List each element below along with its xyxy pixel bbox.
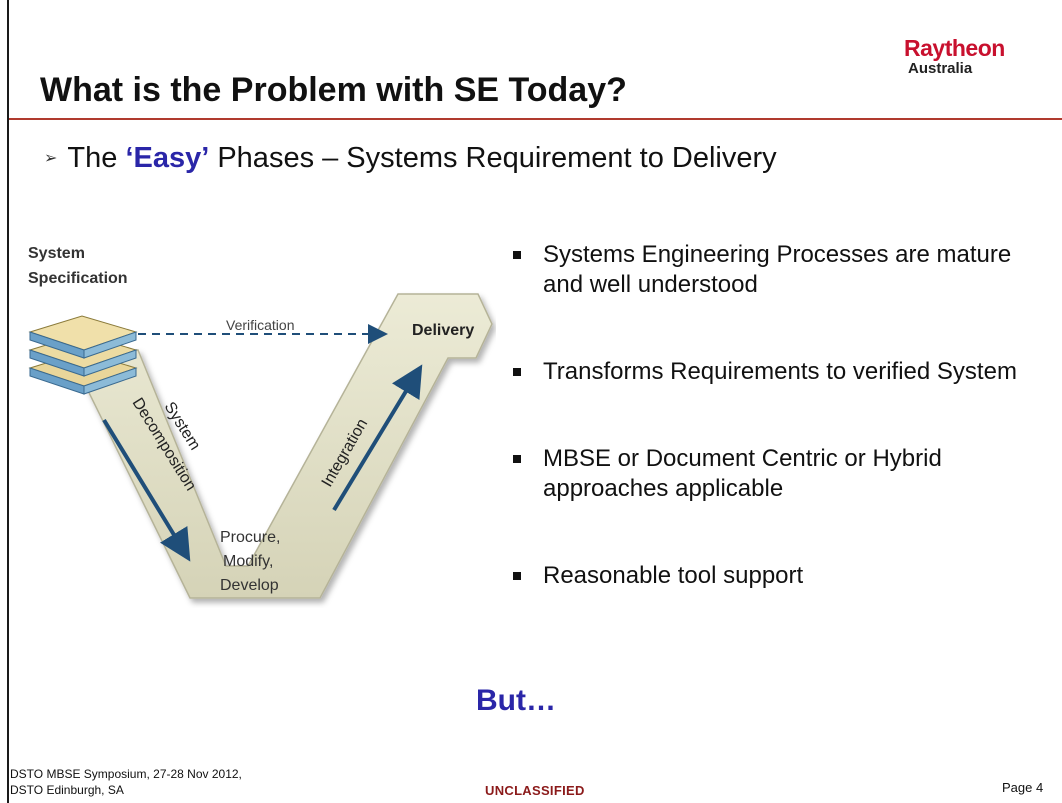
slide-title: What is the Problem with SE Today? (40, 71, 627, 109)
logo-brand: Raytheon (904, 35, 1005, 61)
subtitle-prefix: The (67, 142, 126, 174)
footer-event: DSTO MBSE Symposium, 27-28 Nov 2012, DST… (10, 766, 242, 798)
raytheon-logo: Raytheon Australia (904, 36, 1005, 78)
square-bullet-icon (513, 251, 521, 259)
v-model-diagram: System Specification Verification Delive… (28, 245, 493, 599)
classification-label: UNCLASSIFIED (485, 783, 585, 798)
bottom-label-3: Develop (220, 577, 279, 594)
verification-label: Verification (226, 317, 294, 333)
integration-arrow (332, 364, 423, 512)
bottom-label-2: Modify, (223, 553, 273, 570)
subtitle-emphasis: ‘Easy’ (125, 142, 210, 174)
footer-line-2: DSTO Edinburgh, SA (10, 783, 124, 797)
v-shape (66, 293, 493, 599)
bullet-item: MBSE or Document Centric or Hybrid appro… (510, 444, 1050, 504)
square-bullet-icon (513, 455, 521, 463)
bullet-text: Systems Engineering Processes are mature… (543, 241, 1012, 298)
subtitle-suffix: Phases – Systems Requirement to Delivery (209, 142, 777, 174)
logo-region: Australia (908, 60, 973, 77)
subtitle: ➢ The ‘Easy’ Phases – Systems Requirement… (44, 140, 777, 177)
bottom-label-1: Procure, (220, 529, 280, 546)
bullet-item: Transforms Requirements to verified Syst… (510, 357, 1050, 387)
square-bullet-icon (513, 572, 521, 580)
bullet-text: Reasonable tool support (543, 562, 804, 589)
page-number: Page 4 (1002, 780, 1044, 795)
spec-label-1: System (28, 245, 85, 262)
but-callout: But… (476, 684, 556, 717)
spec-label-2: Specification (28, 270, 128, 287)
decomposition-arrow (102, 418, 191, 562)
document-stack-icon (28, 315, 138, 395)
footer-line-1: DSTO MBSE Symposium, 27-28 Nov 2012, (10, 767, 242, 781)
bullet-list: Systems Engineering Processes are mature… (510, 240, 1050, 648)
bullet-item: Systems Engineering Processes are mature… (510, 240, 1050, 300)
bullet-text: Transforms Requirements to verified Syst… (543, 358, 1017, 385)
bullet-item: Reasonable tool support (510, 561, 1050, 591)
title-divider (9, 118, 1062, 120)
arrow-bullet-icon: ➢ (44, 150, 58, 167)
left-border (7, 0, 9, 803)
delivery-label: Delivery (412, 322, 474, 339)
bullet-text: MBSE or Document Centric or Hybrid appro… (543, 445, 942, 502)
square-bullet-icon (513, 368, 521, 376)
